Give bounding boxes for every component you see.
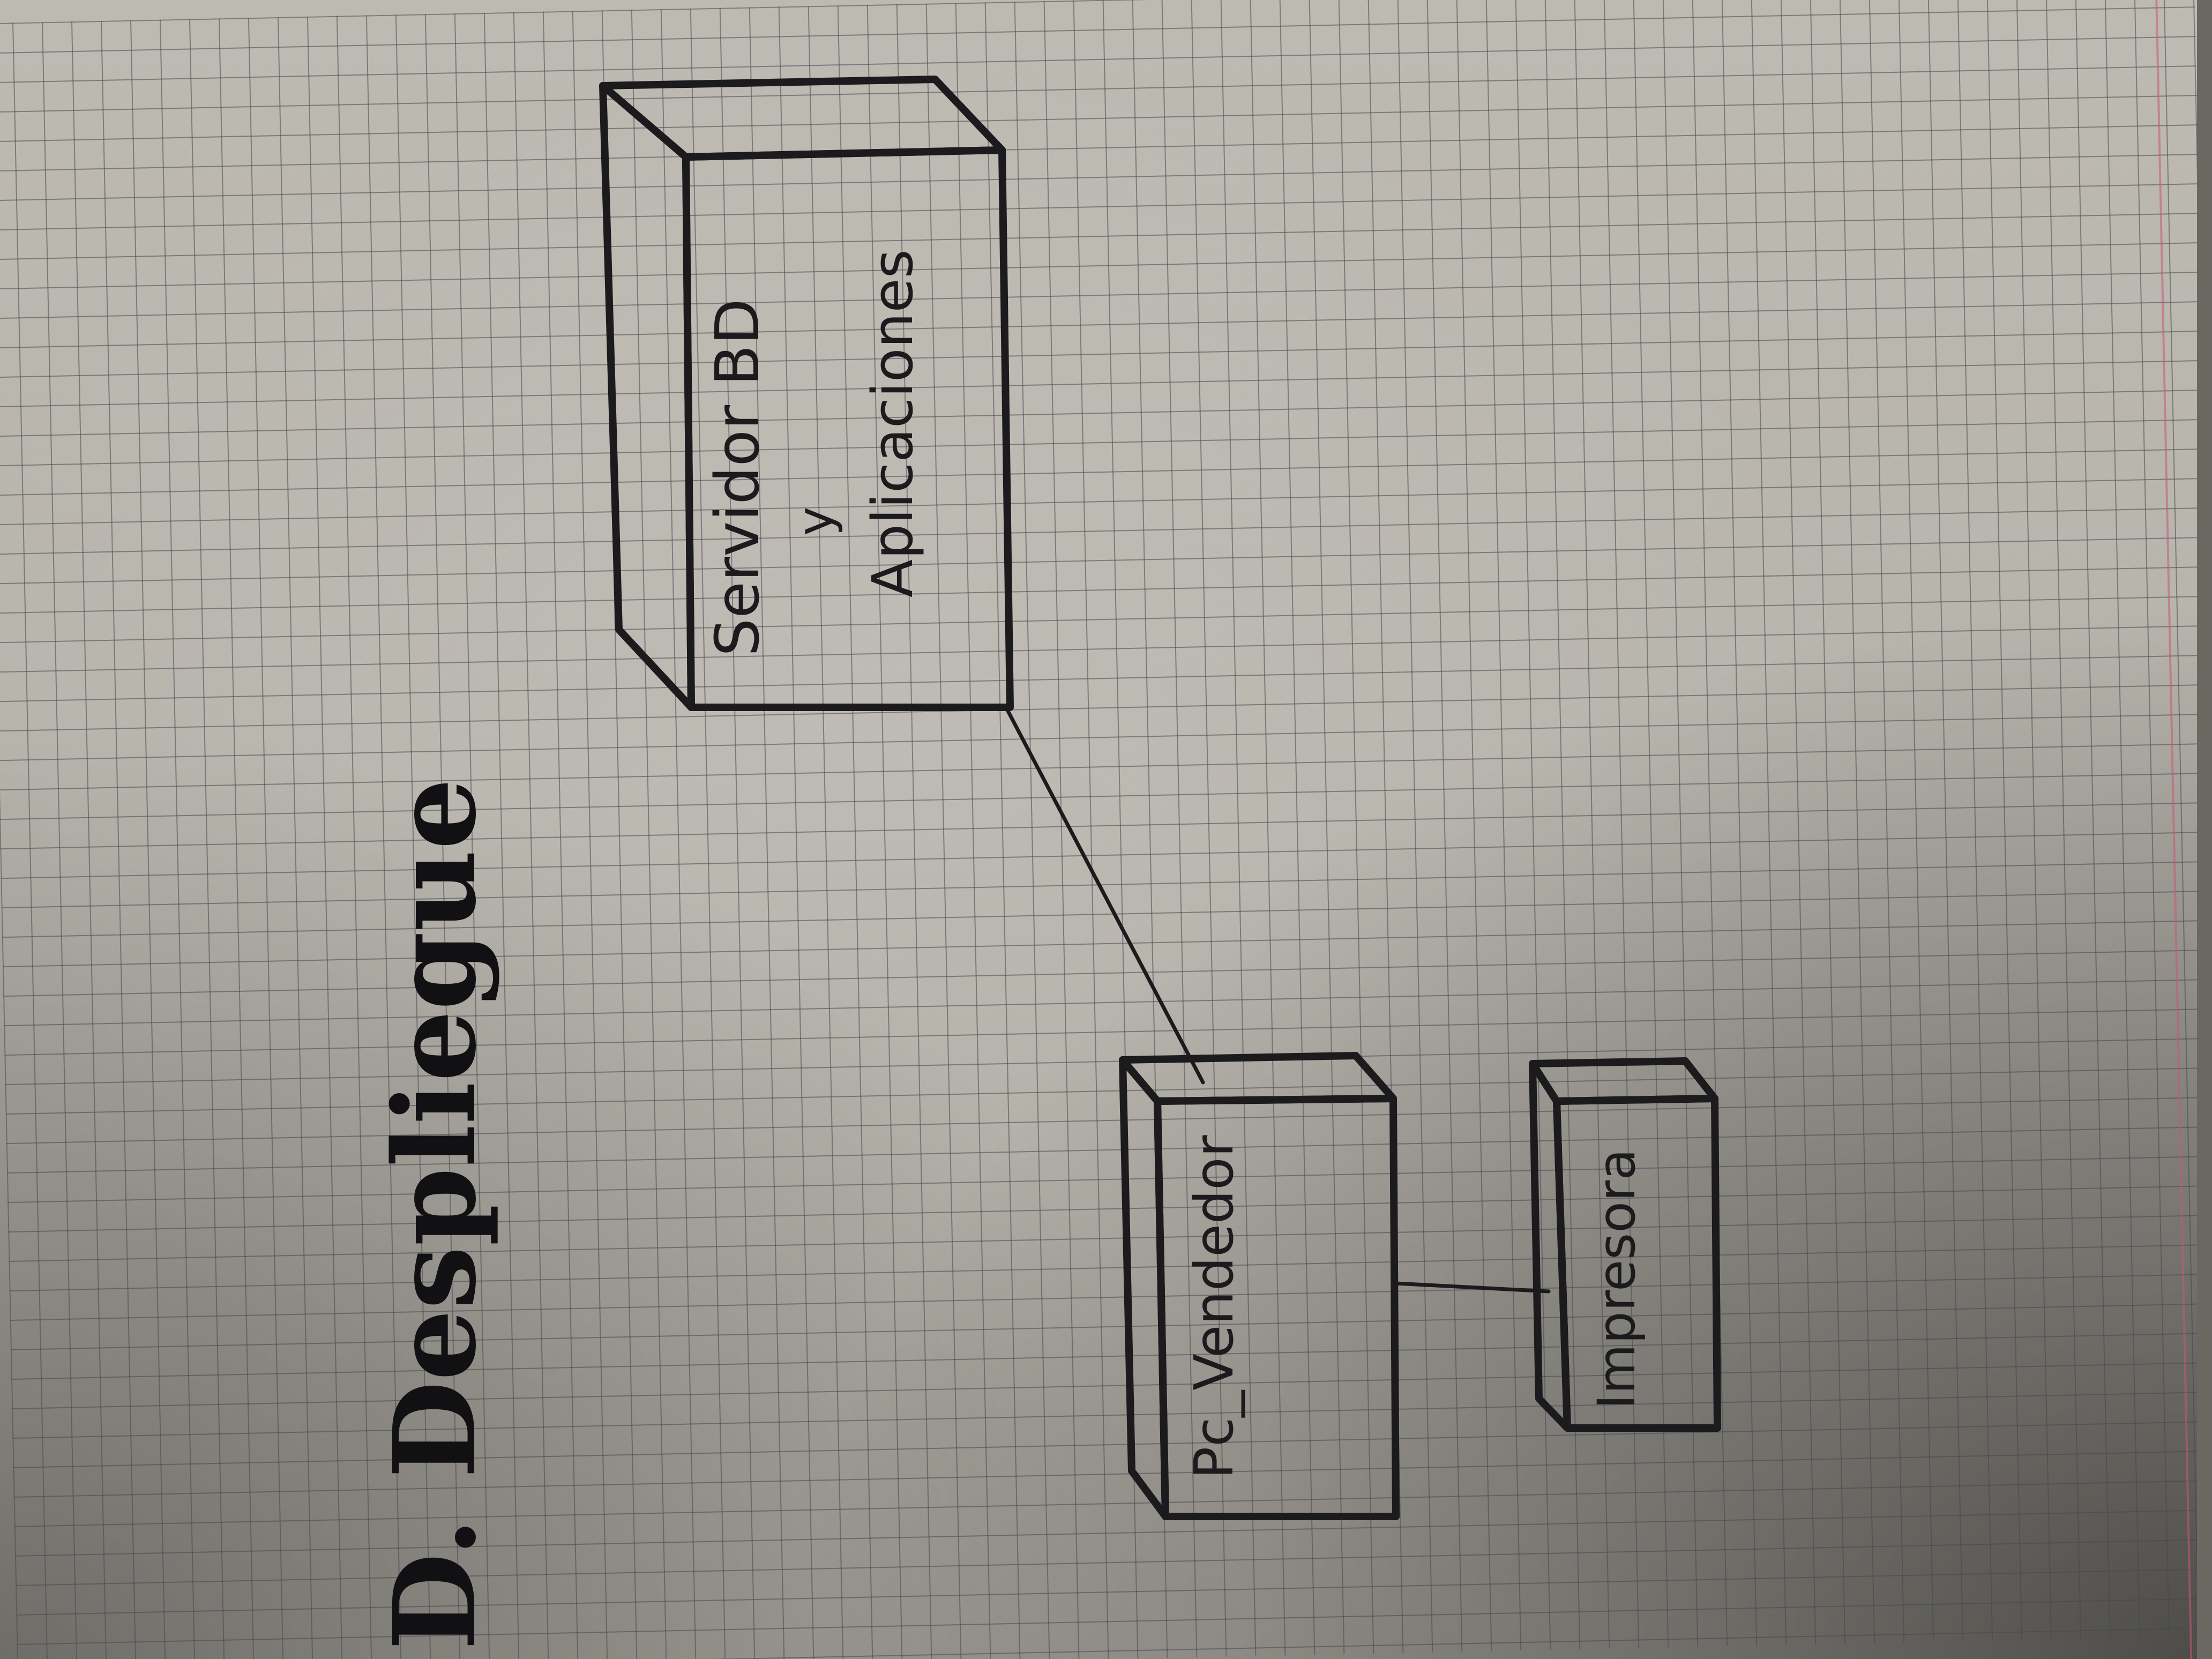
pc-node: Pc_Vendedor bbox=[1119, 1052, 1400, 1520]
server-node-top bbox=[599, 76, 1006, 161]
pc-node-label: Pc_Vendedor bbox=[1183, 1135, 1245, 1479]
server-node-label-line2: y bbox=[787, 507, 844, 536]
pc-node-side bbox=[1119, 1056, 1169, 1520]
pc-printer-connection bbox=[1394, 1281, 1551, 1294]
diagram-title: D. Despliegue bbox=[369, 778, 501, 1650]
server-node-label-line1: Servidor BD bbox=[703, 298, 773, 656]
printer-node-top bbox=[1529, 1057, 1718, 1105]
printer-node-label: Impresora bbox=[1587, 1149, 1647, 1409]
printer-node: Impresora bbox=[1529, 1057, 1721, 1432]
pc-node-top bbox=[1119, 1052, 1397, 1105]
server-pc-connection bbox=[1005, 708, 1205, 1085]
server-node-label-line3: Aplicaciones bbox=[860, 249, 925, 597]
printer-node-side bbox=[1529, 1060, 1571, 1432]
server-node: Servidor BD y Aplicaciones bbox=[599, 76, 1014, 711]
server-node-side bbox=[599, 82, 695, 711]
page-edge bbox=[2197, 0, 2212, 1659]
